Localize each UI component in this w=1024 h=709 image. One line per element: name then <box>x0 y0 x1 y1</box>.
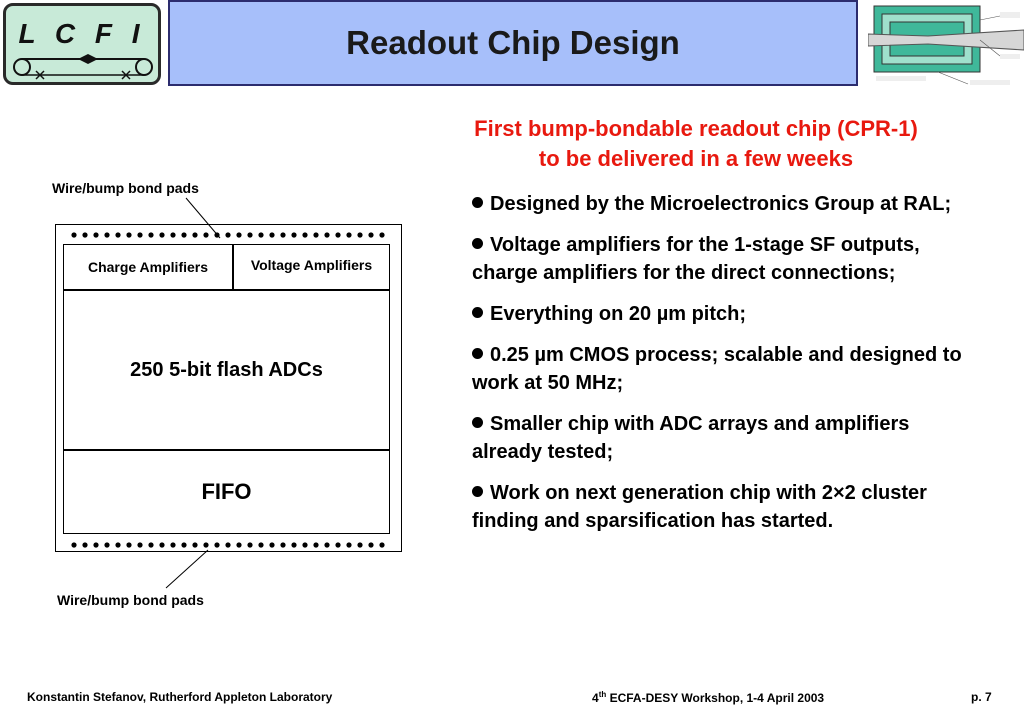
bond-pad-dot <box>335 232 341 238</box>
bond-pad-dot <box>126 542 132 548</box>
bond-pad-dot <box>313 542 319 548</box>
bond-pad-dot <box>280 542 286 548</box>
bond-pad-dot <box>258 232 264 238</box>
bond-pad-dot <box>225 232 231 238</box>
amp-split <box>232 244 234 290</box>
vertex-detector-icon <box>868 0 1024 90</box>
bond-pad-dot <box>313 232 319 238</box>
bullet-dot-icon <box>472 486 483 497</box>
bond-pad-dot <box>181 542 187 548</box>
bottom-bond-pads <box>71 542 385 548</box>
list-item: Work on next generation chip with 2×2 cl… <box>472 482 927 532</box>
intro-line-2: to be delivered in a few weeks <box>538 146 854 171</box>
bond-pad-dot <box>71 542 77 548</box>
bond-pad-dot <box>115 232 121 238</box>
bond-pad-dot <box>368 232 374 238</box>
bond-pad-dot <box>247 232 253 238</box>
footer-author: Konstantin Stefanov, Rutherford Appleton… <box>27 690 333 704</box>
bond-pad-dot <box>137 542 143 548</box>
bond-pad-dot <box>203 232 209 238</box>
bond-pad-dot <box>379 232 385 238</box>
charge-amplifiers-block: Charge Amplifiers <box>87 259 209 275</box>
bond-pad-dot <box>357 542 363 548</box>
bond-pad-dot <box>126 232 132 238</box>
bond-pad-dot <box>192 542 198 548</box>
bond-pad-dot <box>148 542 154 548</box>
logo-beam-icon <box>13 54 153 80</box>
bullet-dot-icon <box>472 307 483 318</box>
amp-divider <box>63 289 390 291</box>
top-pads-pointer <box>185 197 221 239</box>
list-item: Smaller chip with ADC arrays and amplifi… <box>472 413 910 463</box>
bond-pad-dot <box>181 232 187 238</box>
lcfi-logo: L C F I <box>3 3 161 85</box>
bond-pad-dot <box>82 542 88 548</box>
bond-pad-dot <box>302 232 308 238</box>
adc-block: 250 5-bit flash ADCs <box>130 358 323 381</box>
bond-pad-dot <box>214 542 220 548</box>
bullet-dot-icon <box>472 348 483 359</box>
bond-pad-dot <box>368 542 374 548</box>
bond-pad-dot <box>291 232 297 238</box>
bond-pad-dot <box>302 542 308 548</box>
chip-core <box>63 244 390 534</box>
bottom-pads-label: Wire/bump bond pads <box>57 592 204 608</box>
bond-pad-dot <box>137 232 143 238</box>
bond-pad-dot <box>335 542 341 548</box>
bond-pad-dot <box>93 542 99 548</box>
bond-pad-dot <box>104 542 110 548</box>
bond-pad-dot <box>93 232 99 238</box>
bond-pad-dot <box>82 232 88 238</box>
voltage-amplifiers-block: Voltage Amplifiers <box>250 257 373 273</box>
bond-pad-dot <box>236 542 242 548</box>
logo-text: L C F I <box>18 18 146 49</box>
intro-line-1: First bump-bondable readout chip (CPR-1) <box>474 116 918 141</box>
bullet-dot-icon <box>472 197 483 208</box>
footer-workshop: 4th ECFA-DESY Workshop, 1-4 April 2003 <box>592 690 825 705</box>
bullet-list: Designed by the Microelectronics Group a… <box>472 190 972 548</box>
bond-pad-dot <box>148 232 154 238</box>
adc-fifo-divider <box>63 449 390 451</box>
bond-pad-dot <box>192 232 198 238</box>
bond-pad-dot <box>170 232 176 238</box>
bond-pad-dot <box>203 542 209 548</box>
bullet-dot-icon <box>472 417 483 428</box>
bond-pad-dot <box>346 542 352 548</box>
top-pads-label: Wire/bump bond pads <box>52 180 199 196</box>
page-title: Readout Chip Design <box>346 24 680 61</box>
bond-pad-dot <box>71 232 77 238</box>
bond-pad-dot <box>346 232 352 238</box>
list-item: Voltage amplifiers for the 1-stage SF ou… <box>472 234 920 284</box>
bond-pad-dot <box>170 542 176 548</box>
bond-pad-dot <box>324 232 330 238</box>
intro-heading: First bump-bondable readout chip (CPR-1)… <box>420 114 972 174</box>
bond-pad-dot <box>236 232 242 238</box>
bond-pad-dot <box>379 542 385 548</box>
bond-pad-dot <box>269 232 275 238</box>
bond-pad-dot <box>214 232 220 238</box>
bond-pad-dot <box>104 232 110 238</box>
footer-page-number: p. 7 <box>971 690 992 704</box>
bond-pad-dot <box>225 542 231 548</box>
bullet-dot-icon <box>472 238 483 249</box>
bond-pad-dot <box>115 542 121 548</box>
chip-outline <box>55 224 402 552</box>
bond-pad-dot <box>324 542 330 548</box>
list-item: 0.25 µm CMOS process; scalable and desig… <box>472 344 962 394</box>
bond-pad-dot <box>159 232 165 238</box>
bond-pad-dot <box>247 542 253 548</box>
bond-pad-dot <box>269 542 275 548</box>
bottom-pads-pointer <box>165 549 209 589</box>
fifo-block: FIFO <box>201 479 252 504</box>
bond-pad-dot <box>357 232 363 238</box>
bond-pad-dot <box>159 542 165 548</box>
bond-pad-dot <box>280 232 286 238</box>
bond-pad-dot <box>291 542 297 548</box>
top-bond-pads <box>71 232 385 238</box>
list-item: Everything on 20 µm pitch; <box>472 300 972 328</box>
bond-pad-dot <box>258 542 264 548</box>
title-banner: Readout Chip Design <box>168 0 858 86</box>
list-item: Designed by the Microelectronics Group a… <box>472 190 972 218</box>
